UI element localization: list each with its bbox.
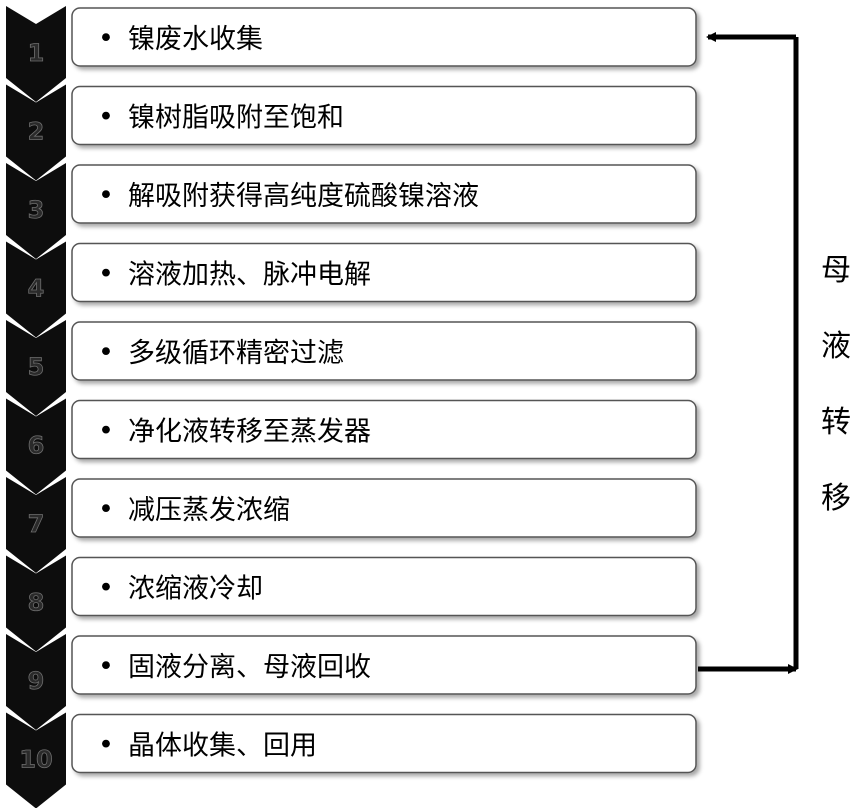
step-chevron xyxy=(6,84,66,181)
steps-layer: 1 • 镍废水收集 2 • 镍树脂吸附至饱和 3 • 解吸附获得高纯度硫酸镍溶液 4 • 溶液加热、脉… xyxy=(6,6,697,808)
step-bullet: • xyxy=(98,23,114,54)
step-text: 净化液转移至蒸发器 xyxy=(128,417,371,448)
step-text: 溶液加热、脉冲电解 xyxy=(128,260,371,291)
step-7: 7 • 减压蒸发浓缩 xyxy=(6,477,697,573)
step-chevron xyxy=(6,712,66,808)
step-bullet: • xyxy=(98,337,114,368)
step-box xyxy=(71,713,697,774)
side-label-char: 液 xyxy=(821,329,851,364)
step-box xyxy=(71,478,697,538)
step-box xyxy=(71,635,697,695)
side-label-char: 母 xyxy=(821,253,851,288)
step-number: 5 xyxy=(28,353,45,381)
side-label-char: 转 xyxy=(821,405,851,440)
step-5: 5 • 多级循环精密过滤 xyxy=(6,320,697,416)
step-number: 6 xyxy=(28,432,45,460)
step-10: 10 • 晶体收集、回用 xyxy=(6,712,697,808)
step-2: 2 • 镍树脂吸附至饱和 xyxy=(6,84,697,181)
step-chevron xyxy=(6,634,66,730)
step-box xyxy=(71,164,697,224)
step-number: 8 xyxy=(28,589,45,617)
step-bullet: • xyxy=(98,573,114,604)
step-chevron xyxy=(6,6,66,102)
step-bullet: • xyxy=(98,730,114,761)
step-bullet: • xyxy=(98,494,114,525)
step-box xyxy=(71,556,697,617)
side-label-char: 移 xyxy=(821,481,851,516)
step-chevron xyxy=(6,163,66,259)
step-number: 1 xyxy=(28,39,45,67)
step-text: 镍树脂吸附至饱和 xyxy=(128,103,344,134)
step-3: 3 • 解吸附获得高纯度硫酸镍溶液 xyxy=(6,163,697,259)
step-number: 4 xyxy=(28,275,45,303)
step-bullet: • xyxy=(98,416,114,447)
step-chevron xyxy=(6,241,66,338)
step-chevron xyxy=(6,555,66,652)
step-9: 9 • 固液分离、母液回收 xyxy=(6,634,697,730)
step-bullet: • xyxy=(98,102,114,133)
step-box xyxy=(71,399,697,460)
step-text: 浓缩液冷却 xyxy=(128,574,263,605)
step-text: 镍废水收集 xyxy=(128,24,263,55)
step-bullet: • xyxy=(98,651,114,682)
step-text: 多级循环精密过滤 xyxy=(128,338,344,369)
step-box xyxy=(71,242,697,303)
step-text: 固液分离、母液回收 xyxy=(128,652,371,683)
step-chevron xyxy=(6,477,66,573)
step-number: 10 xyxy=(19,746,52,774)
step-text: 晶体收集、回用 xyxy=(128,731,317,762)
step-text: 解吸附获得高纯度硫酸镍溶液 xyxy=(128,181,479,212)
step-box xyxy=(71,321,697,381)
step-4: 4 • 溶液加热、脉冲电解 xyxy=(6,241,697,338)
step-box xyxy=(71,7,697,67)
step-number: 7 xyxy=(28,510,45,538)
step-bullet: • xyxy=(98,259,114,290)
step-chevron xyxy=(6,320,66,416)
step-chevron xyxy=(6,398,66,495)
step-6: 6 • 净化液转移至蒸发器 xyxy=(6,398,697,495)
step-number: 9 xyxy=(28,667,45,695)
step-number: 2 xyxy=(28,118,45,146)
step-bullet: • xyxy=(98,180,114,211)
step-box xyxy=(71,85,697,146)
step-number: 3 xyxy=(28,196,45,224)
step-1: 1 • 镍废水收集 xyxy=(6,6,697,102)
step-8: 8 • 浓缩液冷却 xyxy=(6,555,697,652)
step-text: 减压蒸发浓缩 xyxy=(128,495,290,526)
